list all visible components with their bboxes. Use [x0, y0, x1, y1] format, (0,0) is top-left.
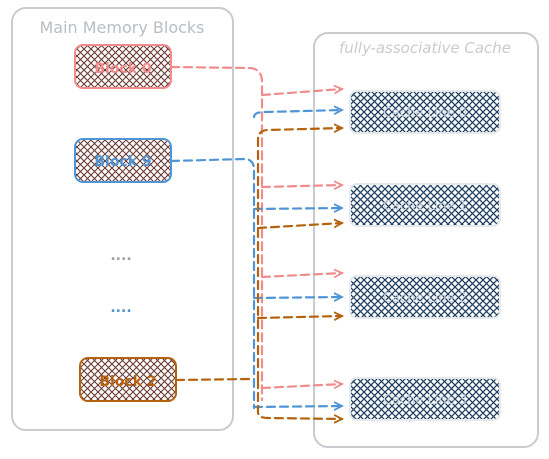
cache-line-0: Cache Line 0: [349, 90, 501, 134]
memory-block-2: Block 2: [79, 357, 177, 402]
ellipsis-blue: ....: [110, 300, 131, 316]
main-memory-panel: [11, 7, 234, 431]
memory-block-0: Block 0: [74, 44, 172, 89]
cache-line-2: Cache Line 2: [349, 275, 501, 319]
memory-block-2-label: Block 2: [99, 374, 156, 390]
cache-line-2-label: Cache Line 2: [383, 291, 467, 306]
block-0-arrow-line-3: [260, 384, 342, 388]
cache-line-1: Cache Line 1: [349, 183, 501, 227]
block-2-arrow-line-2: [256, 316, 342, 318]
block-0-arrow-line-2: [260, 273, 342, 277]
cache-line-3: Cache Line 3: [349, 377, 501, 421]
cache-panel: [313, 32, 539, 448]
block-9-arrow-line-3: [252, 406, 342, 407]
block-2-arrow-line-0: [256, 128, 342, 382]
block-0-arrow-line-0: [260, 89, 342, 97]
block-2-connectors: [174, 128, 342, 419]
block-9-arrow-line-0: [252, 110, 342, 119]
cache-line-0-label: Cache Line 0: [383, 106, 467, 121]
main-memory-title: Main Memory Blocks: [39, 18, 204, 37]
memory-block-9-label: Block 9: [94, 154, 151, 170]
block-0-connectors: [169, 65, 342, 402]
cache-line-1-label: Cache Line 1: [383, 199, 467, 214]
block-2-arrow-line-1: [256, 223, 342, 230]
block-9-arrow-line-2: [252, 297, 342, 298]
block-9-connectors: [169, 110, 342, 408]
memory-block-0-label: Block 0: [94, 61, 152, 77]
memory-block-9: Block 9: [74, 138, 172, 183]
block-0-arrow-line-1: [260, 185, 342, 187]
ellipsis-gray: ....: [110, 248, 131, 264]
block-2-arrow-line-3: [256, 378, 342, 419]
cache-title: fully-associative Cache: [339, 39, 511, 57]
block-9-arrow-line-1: [252, 208, 342, 209]
cache-line-3-label: Cache Line 3: [383, 393, 467, 408]
